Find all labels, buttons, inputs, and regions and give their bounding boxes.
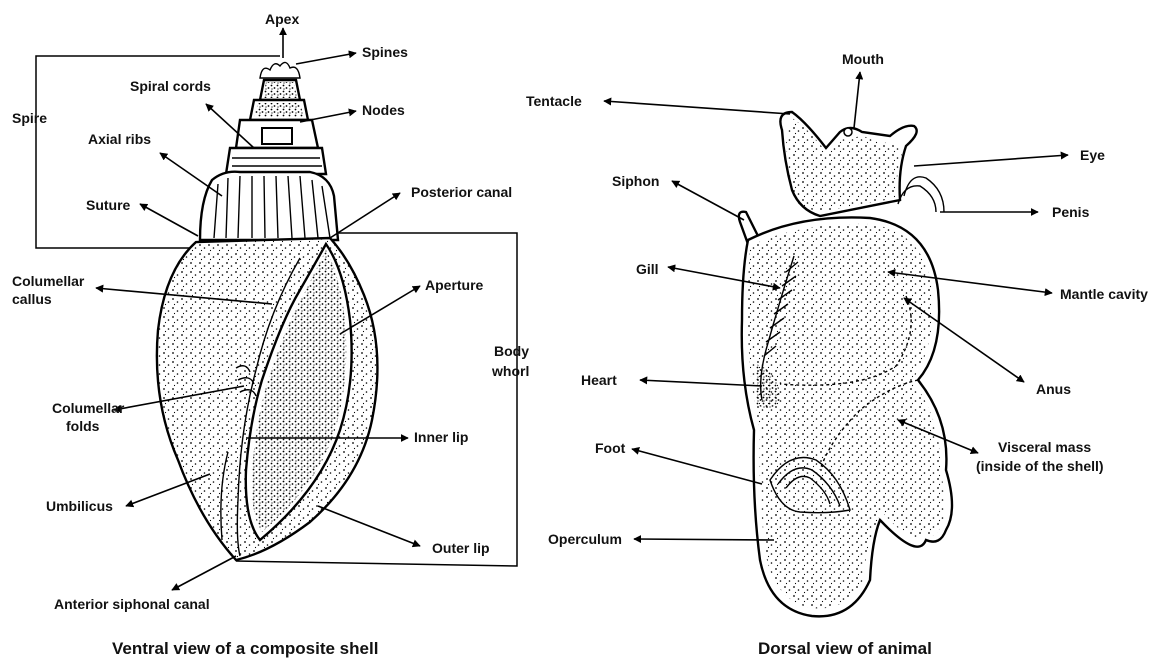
label-columellar-folds-line2: folds: [66, 418, 100, 434]
label-foot: Foot: [595, 440, 626, 456]
label-body-whorl-line2: whorl: [491, 363, 529, 379]
label-outer-lip: Outer lip: [432, 540, 490, 556]
label-penis: Penis: [1052, 204, 1090, 220]
label-posterior-canal: Posterior canal: [411, 184, 512, 200]
label-apex: Apex: [265, 11, 299, 27]
label-tentacle: Tentacle: [526, 93, 582, 109]
label-anterior-siphonal-canal: Anterior siphonal canal: [54, 596, 210, 612]
label-columellar-folds-line1: Columellar: [52, 400, 125, 416]
label-mouth: Mouth: [842, 51, 884, 67]
label-siphon: Siphon: [612, 173, 659, 189]
label-visceral-mass-line2: (inside of the shell): [976, 458, 1104, 474]
caption-left: Ventral view of a composite shell: [112, 639, 378, 658]
label-spire: Spire: [12, 110, 47, 126]
label-inner-lip: Inner lip: [414, 429, 468, 445]
label-columellar-callus-line1: Columellar: [12, 273, 85, 289]
label-umbilicus: Umbilicus: [46, 498, 113, 514]
label-eye: Eye: [1080, 147, 1105, 163]
label-nodes: Nodes: [362, 102, 405, 118]
label-columellar-callus-line2: callus: [12, 291, 52, 307]
label-anus: Anus: [1036, 381, 1071, 397]
label-axial-ribs: Axial ribs: [88, 131, 151, 147]
label-mantle-cavity: Mantle cavity: [1060, 286, 1148, 302]
label-body-whorl-line1: Body: [494, 343, 529, 359]
label-visceral-mass-line1: Visceral mass: [998, 439, 1091, 455]
label-suture: Suture: [86, 197, 131, 213]
label-gill: Gill: [636, 261, 659, 277]
label-spiral-cords: Spiral cords: [130, 78, 211, 94]
caption-right: Dorsal view of animal: [758, 639, 932, 658]
label-spines: Spines: [362, 44, 408, 60]
label-aperture: Aperture: [425, 277, 484, 293]
label-heart: Heart: [581, 372, 617, 388]
label-operculum: Operculum: [548, 531, 622, 547]
